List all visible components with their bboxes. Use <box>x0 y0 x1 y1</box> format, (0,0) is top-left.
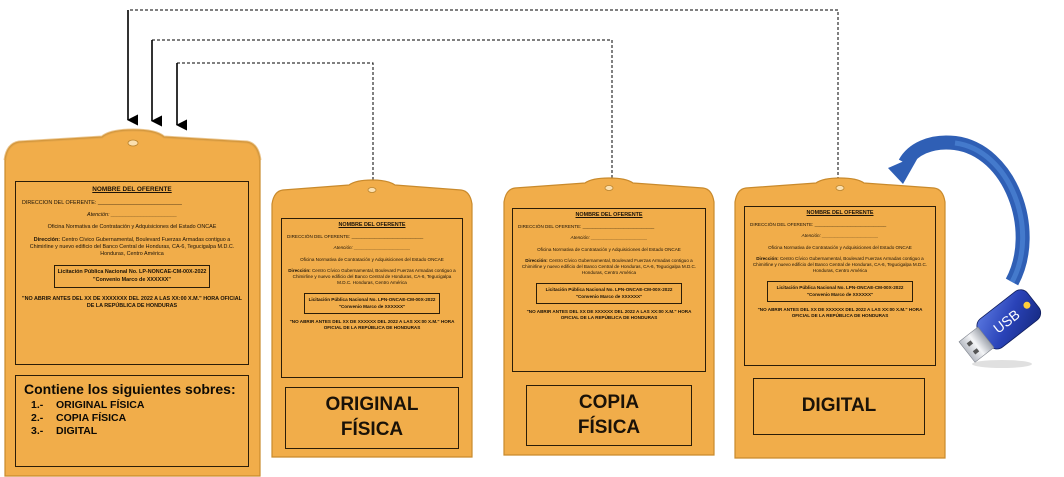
attention-line: Atención: ______________________ <box>801 233 879 239</box>
address-text: Dirección: Centro Cívico Gubernamental, … <box>521 257 697 276</box>
bidder-name-title: NOMBRE DEL OFERENTE <box>92 186 172 193</box>
address-label: NOMBRE DEL OFERENTE DIRECCIÓN DEL OFEREN… <box>281 218 463 378</box>
address-label: NOMBRE DEL OFERENTE DIRECCIÓN DEL OFEREN… <box>744 206 936 366</box>
envelope-main: NOMBRE DEL OFERENTE DIRECCIÓN DEL OFEREN… <box>3 128 262 477</box>
tender-box: Licitación Pública Nacional No. LPN-ONCA… <box>767 281 913 302</box>
office-name: Oficina Normativa de Contratación y Adqu… <box>537 246 681 252</box>
bidder-address-line: DIRECCIÓN DEL OFERENTE: ________________… <box>22 199 182 206</box>
do-not-open-note: "NO ABRIR ANTES DEL XX DE XXXXXX DEL 202… <box>526 308 692 320</box>
do-not-open-note: "NO ABRIR ANTES DEL XX DE XXXXXX DEL 202… <box>289 318 455 330</box>
envelope-type-label: COPIA FÍSICA <box>526 385 692 446</box>
bidder-name-title: NOMBRE DEL OFERENTE <box>806 210 874 216</box>
usb-curved-arrow <box>888 135 1030 286</box>
attention-line: Atención: ______________________ <box>570 235 648 241</box>
address-label: NOMBRE DEL OFERENTE DIRECCIÓN DEL OFEREN… <box>15 181 249 365</box>
list-item: DIGITAL <box>52 425 240 438</box>
connector-original <box>177 62 374 185</box>
bidder-name-title: NOMBRE DEL OFERENTE <box>338 222 406 228</box>
bidder-address-line: DIRECCIÓN DEL OFERENTE: ________________… <box>287 234 424 240</box>
tender-box: Licitación Pública Nacional No. LPN-ONCA… <box>536 283 682 304</box>
bidder-address-line: DIRECCIÓN DEL OFERENTE: ________________… <box>518 224 655 230</box>
office-name: Oficina Normativa de Contratación y Adqu… <box>47 224 217 231</box>
usb-drive-icon: USB <box>958 268 1058 372</box>
address-text: Dirección: Centro Cívico Gubernamental, … <box>752 255 928 274</box>
envelope-type-label: ORIGINAL FÍSICA <box>285 387 459 449</box>
tender-box: Licitación Pública Nacional No. LPN-ONCA… <box>304 293 440 314</box>
list-item: ORIGINAL FÍSICA <box>52 399 240 412</box>
envelope-copia: NOMBRE DEL OFERENTE DIRECCIÓN DEL OFEREN… <box>503 177 715 456</box>
connector-copia <box>152 39 613 183</box>
attention-line: Atención: ______________________ <box>87 211 177 218</box>
contents-list-box: Contiene los siguientes sobres: ORIGINAL… <box>15 375 249 467</box>
attention-line: Atención: ______________________ <box>333 245 411 251</box>
contents-heading: Contiene los siguientes sobres: <box>24 381 236 397</box>
connector-digital <box>128 9 839 190</box>
bidder-address-line: DIRECCIÓN DEL OFERENTE: ________________… <box>750 222 887 228</box>
office-name: Oficina Normativa de Contratación y Adqu… <box>300 256 444 262</box>
envelope-type-label: DIGITAL <box>753 378 925 435</box>
address-label: NOMBRE DEL OFERENTE DIRECCIÓN DEL OFEREN… <box>512 208 706 372</box>
address-text: Dirección: Centro Cívico Gubernamental, … <box>29 236 235 258</box>
do-not-open-note: "NO ABRIR ANTES DEL XX DE XXXXXXX DEL 20… <box>22 296 242 310</box>
list-item: COPIA FÍSICA <box>52 412 240 425</box>
envelope-original: NOMBRE DEL OFERENTE DIRECCIÓN DEL OFEREN… <box>271 179 473 458</box>
bidder-name-title: NOMBRE DEL OFERENTE <box>575 212 643 218</box>
contents-list: ORIGINAL FÍSICA COPIA FÍSICA DIGITAL <box>24 399 240 438</box>
envelope-digital: NOMBRE DEL OFERENTE DIRECCIÓN DEL OFEREN… <box>734 177 946 459</box>
tender-box: Licitación Pública Nacional No. LP-NONCA… <box>54 265 210 289</box>
do-not-open-note: "NO ABRIR ANTES DEL XX DE XXXXXX DEL 202… <box>757 306 923 318</box>
address-text: Dirección: Centro Cívico Gubernamental, … <box>288 267 456 286</box>
office-name: Oficina Normativa de Contratación y Adqu… <box>768 244 912 250</box>
